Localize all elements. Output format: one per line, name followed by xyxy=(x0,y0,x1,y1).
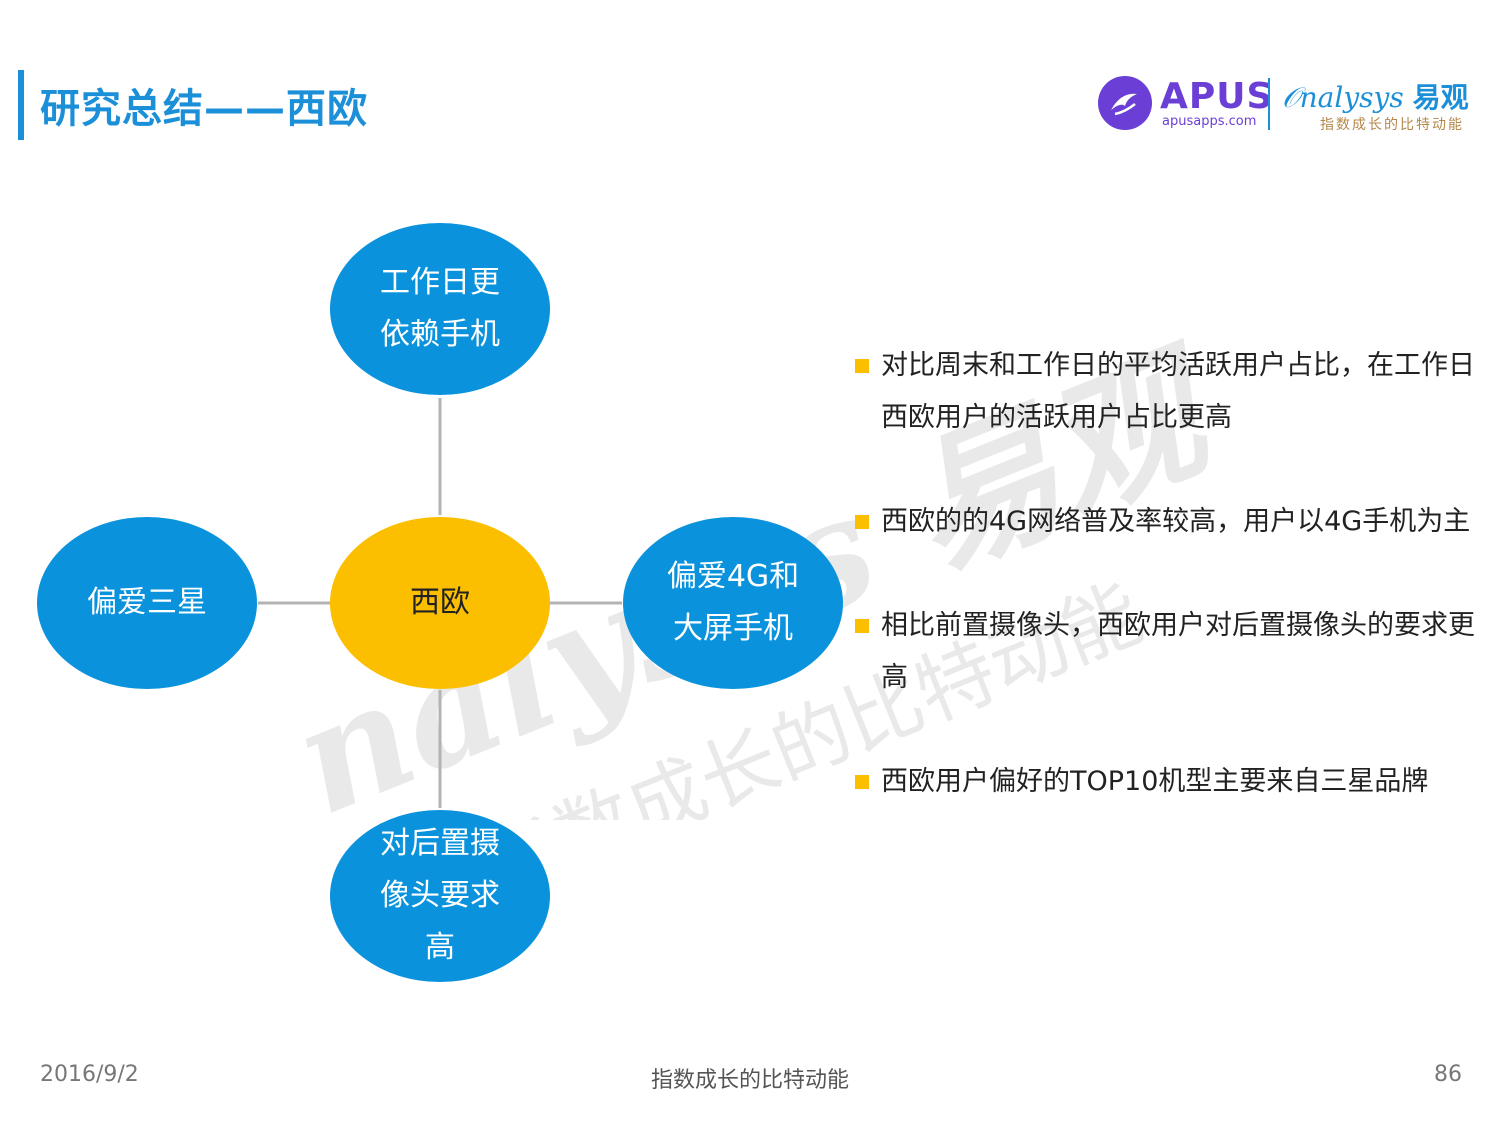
node-left-ellipse xyxy=(37,517,257,689)
node-bottom-line-1: 对后置摄 xyxy=(380,826,500,861)
bullet-item: 对比周末和工作日的平均活跃用户占比，在工作日西欧用户的活跃用户占比更高 xyxy=(855,340,1485,444)
apus-url: apusapps.com xyxy=(1162,114,1257,129)
brand-logos: APUS apusapps.com 𝒪nalysys 易观 指数成长的比特动能 xyxy=(1098,72,1478,136)
bullet-square-icon xyxy=(855,515,869,529)
node-left-label: 偏爱三星 xyxy=(37,577,257,629)
bullet-item: 相比前置摄像头，西欧用户对后置摄像头的要求更高 xyxy=(855,600,1485,704)
bullet-item: 西欧的的4G网络普及率较高，用户以4G手机为主 xyxy=(855,496,1485,548)
node-center-ellipse xyxy=(330,517,550,689)
analysys-logo: 𝒪nalysys 易观 xyxy=(1282,76,1469,116)
logo-tagline: 指数成长的比特动能 xyxy=(1320,117,1464,133)
node-center-label: 西欧 xyxy=(330,577,550,629)
node-bottom-label: 对后置摄 像头要求 高 xyxy=(330,818,550,974)
bullet-square-icon xyxy=(855,359,869,373)
bullet-item: 西欧用户偏好的TOP10机型主要来自三星品牌 xyxy=(855,756,1485,808)
node-top-line-2: 依赖手机 xyxy=(380,317,500,352)
logo-divider xyxy=(1268,78,1270,130)
bullet-text: 西欧的的4G网络普及率较高，用户以4G手机为主 xyxy=(881,506,1471,537)
node-bottom-ellipse xyxy=(330,810,550,982)
node-right-label: 偏爱4G和 大屏手机 xyxy=(623,551,843,655)
footer-page-number: 86 xyxy=(1434,1062,1462,1087)
node-right-line-1: 偏爱4G和 xyxy=(666,559,800,594)
node-left-line-1: 偏爱三星 xyxy=(87,585,207,620)
apus-logo-text: APUS xyxy=(1160,76,1274,117)
analysys-a-mark: 𝒪 xyxy=(1282,81,1300,114)
node-top-label: 工作日更 依赖手机 xyxy=(330,257,550,361)
apus-logo-icon xyxy=(1098,76,1152,130)
bullet-text: 对比周末和工作日的平均活跃用户占比，在工作日西欧用户的活跃用户占比更高 xyxy=(881,350,1475,433)
node-right-ellipse xyxy=(623,517,843,689)
node-bottom-line-3: 高 xyxy=(425,930,455,965)
analysys-cn-name: 易观 xyxy=(1412,81,1469,114)
bullet-square-icon xyxy=(855,619,869,633)
bullet-square-icon xyxy=(855,775,869,789)
summary-bullet-list: 对比周末和工作日的平均活跃用户占比，在工作日西欧用户的活跃用户占比更高 西欧的的… xyxy=(855,340,1485,860)
bullet-text: 相比前置摄像头，西欧用户对后置摄像头的要求更高 xyxy=(881,610,1475,693)
node-center-text: 西欧 xyxy=(410,585,470,620)
title-accent-bar xyxy=(18,70,24,140)
node-top-line-1: 工作日更 xyxy=(380,265,500,300)
node-right-line-2: 大屏手机 xyxy=(673,611,793,646)
node-bottom-line-2: 像头要求 xyxy=(380,878,500,913)
analysys-name: nalysys xyxy=(1299,81,1404,114)
footer-date: 2016/9/2 xyxy=(40,1062,139,1087)
bullet-text: 西欧用户偏好的TOP10机型主要来自三星品牌 xyxy=(881,766,1429,797)
footer-tagline: 指数成长的比特动能 xyxy=(650,1068,849,1093)
node-top-ellipse xyxy=(330,223,550,395)
page-title: 研究总结——西欧 xyxy=(40,86,368,132)
